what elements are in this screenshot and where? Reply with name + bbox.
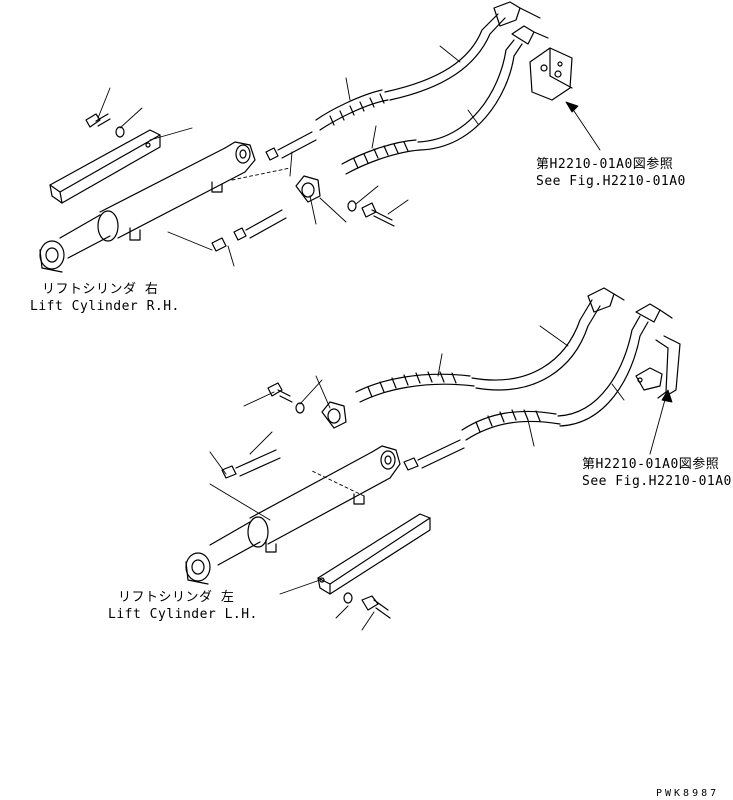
upper-assembly — [39, 1, 601, 273]
upper-washer-2 — [347, 200, 357, 212]
upper-cylinder-label-jp: リフトシリンダ 右 — [42, 282, 159, 297]
lower-bracket-plate — [317, 513, 431, 595]
upper-elbow-fittings — [493, 1, 549, 45]
upper-hose-sleeve-2 — [341, 139, 421, 175]
lower-bolt-1 — [361, 595, 391, 619]
upper-bolt-2 — [361, 202, 395, 227]
lower-hoses — [471, 299, 649, 427]
lower-hose-sleeve-1 — [355, 371, 475, 403]
lower-elbow-fittings — [587, 287, 673, 323]
lower-washer — [343, 592, 353, 604]
upper-washer-1 — [115, 126, 125, 138]
upper-fittings — [211, 131, 317, 252]
upper-hose-clamp — [295, 175, 321, 203]
lower-cylinder-label-jp: リフトシリンダ 左 — [118, 590, 235, 605]
upper-hoses — [384, 13, 523, 151]
lower-assembly — [185, 287, 681, 631]
lower-hose-clamp — [321, 401, 347, 429]
upper-lift-cylinder — [39, 141, 256, 273]
upper-reference-jp: 第H2210-01A0図参照 — [536, 157, 674, 172]
lower-cylinder-label-en: Lift Cylinder L.H. — [108, 607, 258, 622]
lower-leader-lines — [209, 325, 673, 631]
lower-hose-sleeve-2 — [461, 409, 561, 441]
upper-valve-block — [529, 47, 573, 101]
upper-reference-en: See Fig.H2210-01A0 — [536, 174, 686, 189]
upper-bracket-plate — [49, 129, 161, 204]
drawing-code: PWK8987 — [656, 788, 720, 799]
lower-fittings — [221, 439, 465, 479]
upper-bolt-1 — [85, 113, 111, 128]
upper-cylinder-label-en: Lift Cylinder R.H. — [30, 299, 180, 314]
lower-reference-jp: 第H2210-01A0図参照 — [582, 457, 720, 472]
lower-washer-2 — [295, 402, 305, 414]
lower-lift-cylinder — [185, 445, 401, 585]
lower-reference-en: See Fig.H2210-01A0 — [582, 474, 732, 489]
upper-hose-sleeve-1 — [315, 89, 389, 131]
upper-leader-lines — [97, 45, 601, 267]
lower-tube-bracket — [635, 335, 681, 399]
lower-bolt-2 — [267, 382, 293, 403]
